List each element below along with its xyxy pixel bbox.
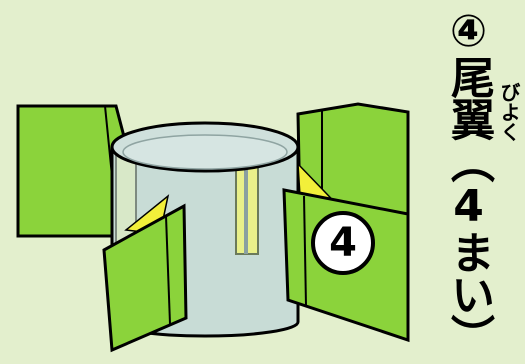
fin-front-left-fold <box>165 215 171 325</box>
step-title-text: 尾翼（4まい） <box>443 55 494 356</box>
fin-label-circle <box>311 211 375 275</box>
tube-opening-inner <box>122 134 288 170</box>
step-title: ④尾翼（4まい） <box>440 6 494 356</box>
step-number: ④ <box>443 6 494 55</box>
fin-front-left <box>102 203 188 353</box>
tube-stripe-back-line <box>244 144 248 254</box>
fin-label-number: 4 <box>329 220 357 266</box>
fin-front-right-fold <box>303 195 307 307</box>
title-ruby: びよく <box>497 82 521 142</box>
